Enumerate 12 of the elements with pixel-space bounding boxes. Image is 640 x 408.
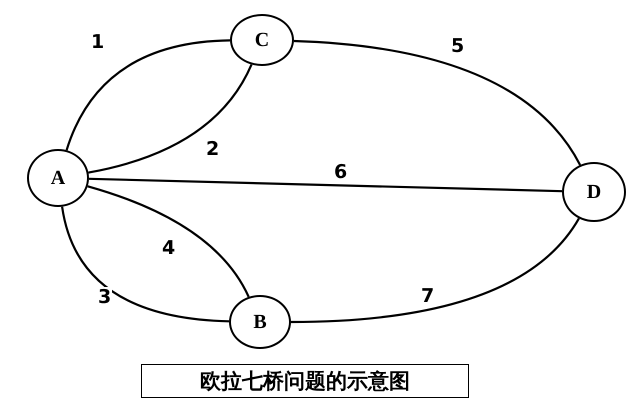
land-node-circle: B: [229, 295, 291, 349]
land-node-circle: A: [27, 149, 89, 207]
land-node-circle: D: [562, 162, 626, 222]
land-node-circle: C: [230, 14, 294, 66]
caption: 欧拉七桥问题的示意图: [141, 364, 469, 398]
bridge-line: [88, 64, 252, 174]
bridge-line: [66, 39, 230, 151]
bridge-line: [87, 185, 250, 298]
bridge-line: [290, 218, 580, 324]
bridge-line: [88, 178, 562, 192]
bridge-line: [294, 40, 582, 166]
bridge-line: [61, 206, 230, 322]
